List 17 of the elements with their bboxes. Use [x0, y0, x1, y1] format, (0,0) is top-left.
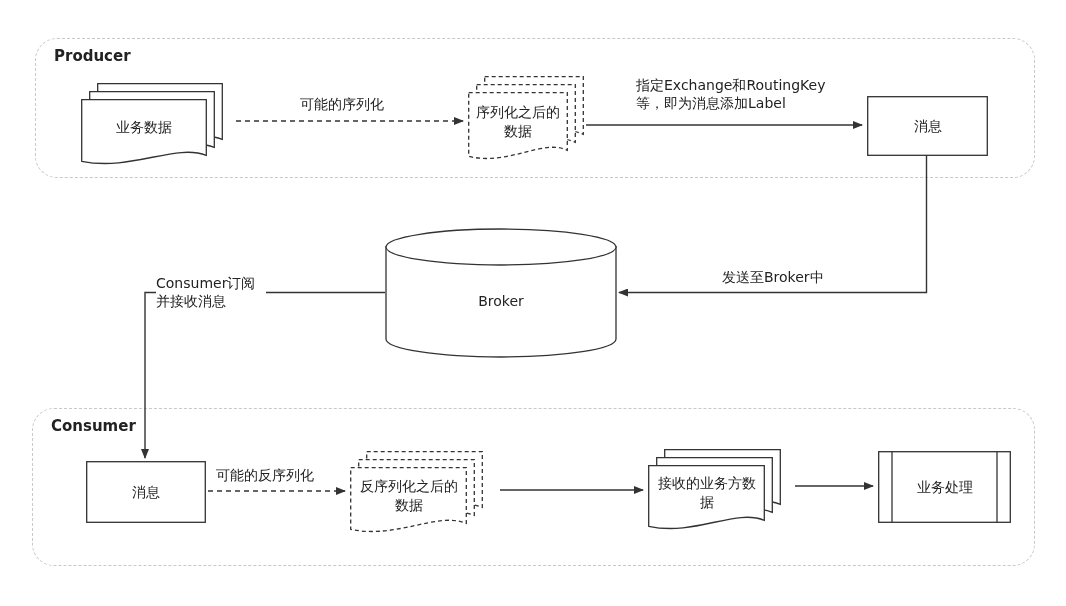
arrow — [585, 121, 863, 129]
group-title: Consumer — [51, 417, 136, 435]
group-panel — [32, 408, 1035, 566]
edge-label: Consumer订阅并接收消息 — [156, 274, 266, 311]
edge-label: 可能的反序列化 — [216, 466, 314, 485]
edge-label: 可能的序列化 — [300, 95, 384, 114]
arrow — [794, 482, 874, 490]
arrow — [499, 486, 644, 494]
arrow — [235, 117, 464, 125]
predefined-process-box: 业务处理 — [878, 451, 1011, 523]
arrow — [618, 154, 928, 297]
process-box: 消息 — [86, 461, 206, 523]
group-title: Producer — [54, 47, 131, 65]
database-cylinder: Broker — [385, 228, 617, 357]
process-box: 消息 — [867, 96, 988, 156]
arrow — [207, 487, 346, 495]
edge-label: 发送至Broker中 — [722, 268, 824, 287]
